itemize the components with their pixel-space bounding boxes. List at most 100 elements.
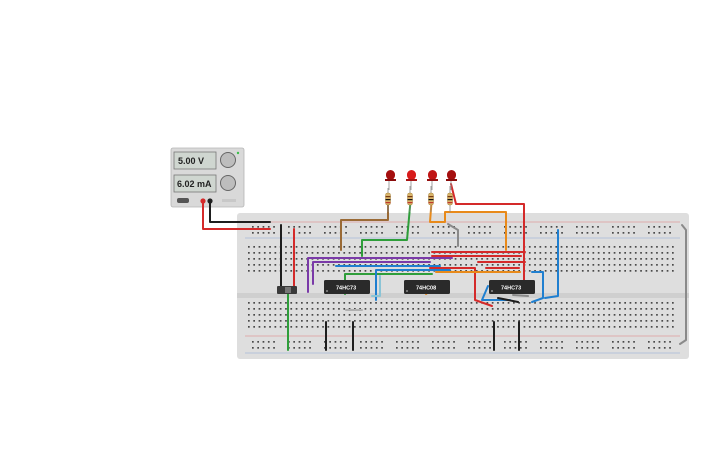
breadboard-hole[interactable] (369, 252, 372, 254)
breadboard-hole[interactable] (539, 308, 542, 310)
breadboard-hole[interactable] (396, 326, 399, 328)
breadboard-hole[interactable] (612, 341, 614, 343)
breadboard-hole[interactable] (322, 246, 324, 248)
breadboard-hole[interactable] (560, 302, 563, 304)
breadboard-hole[interactable] (438, 302, 441, 304)
breadboard-hole[interactable] (481, 270, 483, 272)
breadboard-hole[interactable] (587, 270, 589, 272)
breadboard-hole[interactable] (502, 270, 505, 272)
breadboard-hole[interactable] (316, 264, 319, 266)
breadboard-hole[interactable] (324, 347, 326, 349)
breadboard-hole[interactable] (645, 320, 648, 322)
power-switch[interactable] (177, 198, 189, 203)
breadboard-hole[interactable] (550, 258, 552, 260)
breadboard-hole[interactable] (263, 252, 266, 254)
breadboard-hole[interactable] (298, 232, 301, 234)
breadboard-hole[interactable] (518, 264, 520, 266)
breadboard-hole[interactable] (592, 252, 595, 254)
breadboard-hole[interactable] (417, 347, 419, 349)
breadboard-hole[interactable] (561, 226, 563, 228)
breadboard-hole[interactable] (650, 314, 653, 316)
breadboard-hole[interactable] (672, 252, 674, 254)
breadboard-hole[interactable] (672, 308, 674, 310)
breadboard-hole[interactable] (359, 252, 361, 254)
breadboard-hole[interactable] (269, 246, 271, 248)
breadboard-hole[interactable] (550, 320, 552, 322)
breadboard-hole[interactable] (327, 302, 330, 304)
breadboard-hole[interactable] (502, 308, 505, 310)
breadboard-hole[interactable] (576, 252, 579, 254)
breadboard-hole[interactable] (525, 341, 527, 343)
breadboard-hole[interactable] (438, 246, 441, 248)
breadboard-hole[interactable] (587, 314, 589, 316)
breadboard-hole[interactable] (248, 264, 250, 266)
breadboard-hole[interactable] (661, 308, 664, 310)
breadboard-hole[interactable] (401, 308, 404, 310)
breadboard-hole[interactable] (396, 308, 399, 310)
breadboard-hole[interactable] (322, 326, 324, 328)
breadboard-hole[interactable] (617, 347, 619, 349)
breadboard-hole[interactable] (354, 326, 356, 328)
breadboard-hole[interactable] (591, 232, 594, 234)
breadboard-hole[interactable] (258, 246, 261, 248)
breadboard-hole[interactable] (385, 252, 388, 254)
breadboard-hole[interactable] (581, 341, 583, 343)
breadboard-hole[interactable] (634, 258, 637, 260)
breadboard-hole[interactable] (481, 308, 483, 310)
breadboard-hole[interactable] (248, 320, 250, 322)
breadboard-hole[interactable] (290, 246, 293, 248)
breadboard-hole[interactable] (666, 314, 669, 316)
breadboard-hole[interactable] (622, 341, 625, 343)
breadboard-hole[interactable] (608, 314, 611, 316)
breadboard-hole[interactable] (252, 226, 254, 228)
breadboard-hole[interactable] (407, 308, 409, 310)
breadboard-hole[interactable] (332, 270, 335, 272)
breadboard-hole[interactable] (285, 258, 287, 260)
breadboard-hole[interactable] (486, 246, 489, 248)
breadboard-hole[interactable] (560, 314, 563, 316)
breadboard-hole[interactable] (597, 326, 600, 328)
breadboard-hole[interactable] (634, 246, 637, 248)
breadboard-hole[interactable] (528, 252, 531, 254)
breadboard-hole[interactable] (417, 246, 420, 248)
breadboard-hole[interactable] (550, 252, 552, 254)
breadboard-hole[interactable] (391, 308, 393, 310)
breadboard-hole[interactable] (248, 308, 250, 310)
breadboard-hole[interactable] (523, 320, 526, 322)
wire-psu-ground[interactable] (209, 200, 271, 223)
breadboard-hole[interactable] (608, 246, 611, 248)
breadboard-hole[interactable] (640, 302, 642, 304)
breadboard-hole[interactable] (534, 302, 536, 304)
breadboard-hole[interactable] (407, 314, 409, 316)
breadboard-hole[interactable] (475, 258, 478, 260)
breadboard-hole[interactable] (658, 341, 661, 343)
breadboard-hole[interactable] (262, 232, 265, 234)
breadboard-hole[interactable] (525, 226, 527, 228)
breadboard-hole[interactable] (576, 246, 579, 248)
breadboard-hole[interactable] (629, 252, 632, 254)
breadboard-hole[interactable] (497, 308, 499, 310)
breadboard-hole[interactable] (608, 252, 611, 254)
breadboard-hole[interactable] (306, 320, 308, 322)
breadboard-hole[interactable] (470, 326, 473, 328)
breadboard-hole[interactable] (629, 258, 632, 260)
breadboard-hole[interactable] (507, 246, 510, 248)
breadboard-hole[interactable] (311, 252, 314, 254)
breadboard-hole[interactable] (491, 264, 494, 266)
breadboard-hole[interactable] (411, 226, 414, 228)
breadboard-hole[interactable] (560, 270, 563, 272)
breadboard-hole[interactable] (447, 341, 450, 343)
breadboard-hole[interactable] (253, 258, 255, 260)
breadboard-hole[interactable] (672, 270, 674, 272)
breadboard-hole[interactable] (290, 302, 293, 304)
breadboard-hole[interactable] (460, 320, 462, 322)
breadboard-hole[interactable] (311, 320, 314, 322)
breadboard-hole[interactable] (481, 258, 483, 260)
breadboard-hole[interactable] (545, 347, 547, 349)
breadboard-hole[interactable] (442, 232, 445, 234)
breadboard-hole[interactable] (627, 226, 630, 228)
breadboard-hole[interactable] (640, 320, 642, 322)
breadboard-hole[interactable] (525, 347, 527, 349)
breadboard-hole[interactable] (295, 326, 298, 328)
breadboard-hole[interactable] (613, 320, 616, 322)
